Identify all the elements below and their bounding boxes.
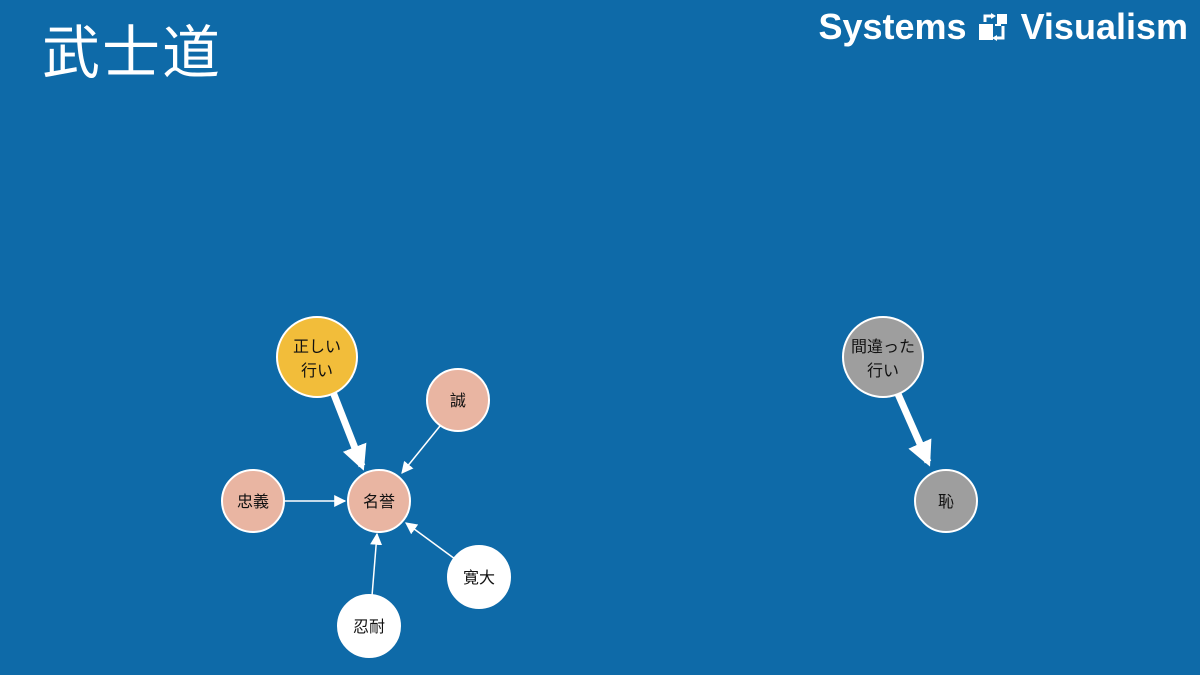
node-honor: 名誉 bbox=[347, 469, 411, 533]
node-sincerity-label: 誠 bbox=[450, 391, 466, 410]
node-wrong-action-line2: 行い bbox=[867, 361, 899, 380]
brand-logo-text: Systems Visualism bbox=[818, 6, 1188, 48]
edge-sincerity-to-honor bbox=[401, 425, 441, 474]
page-title: 武士道 bbox=[42, 19, 223, 87]
node-tolerance-label: 寛大 bbox=[463, 568, 495, 587]
edge-tolerance-to-honor bbox=[405, 522, 456, 560]
node-wrong-action: 間違った 行い bbox=[842, 316, 924, 398]
node-patience: 忍耐 bbox=[337, 594, 401, 658]
node-honor-label: 名誉 bbox=[363, 492, 395, 511]
node-right-action-line1: 正しい bbox=[293, 337, 341, 356]
node-patience-label: 忍耐 bbox=[353, 617, 385, 636]
systems-loop-icon bbox=[978, 13, 1007, 41]
edge-patience-to-honor bbox=[370, 532, 383, 597]
brand-left: Systems bbox=[818, 6, 967, 47]
node-wrong-action-line1: 間違った bbox=[851, 337, 915, 356]
node-shame: 恥 bbox=[914, 469, 978, 533]
node-sincerity: 誠 bbox=[426, 368, 490, 432]
edge-wrong-action-to-shame bbox=[894, 392, 932, 467]
node-loyalty-label: 忠義 bbox=[237, 492, 269, 511]
node-loyalty: 忠義 bbox=[221, 469, 285, 533]
node-right-action-line2: 行い bbox=[301, 361, 333, 380]
node-right-action: 正しい 行い bbox=[276, 316, 358, 398]
node-shame-label: 恥 bbox=[938, 492, 954, 511]
node-tolerance: 寛大 bbox=[447, 545, 511, 609]
brand-right: Visualism bbox=[1020, 6, 1188, 47]
edge-right-action-to-honor bbox=[329, 390, 367, 471]
